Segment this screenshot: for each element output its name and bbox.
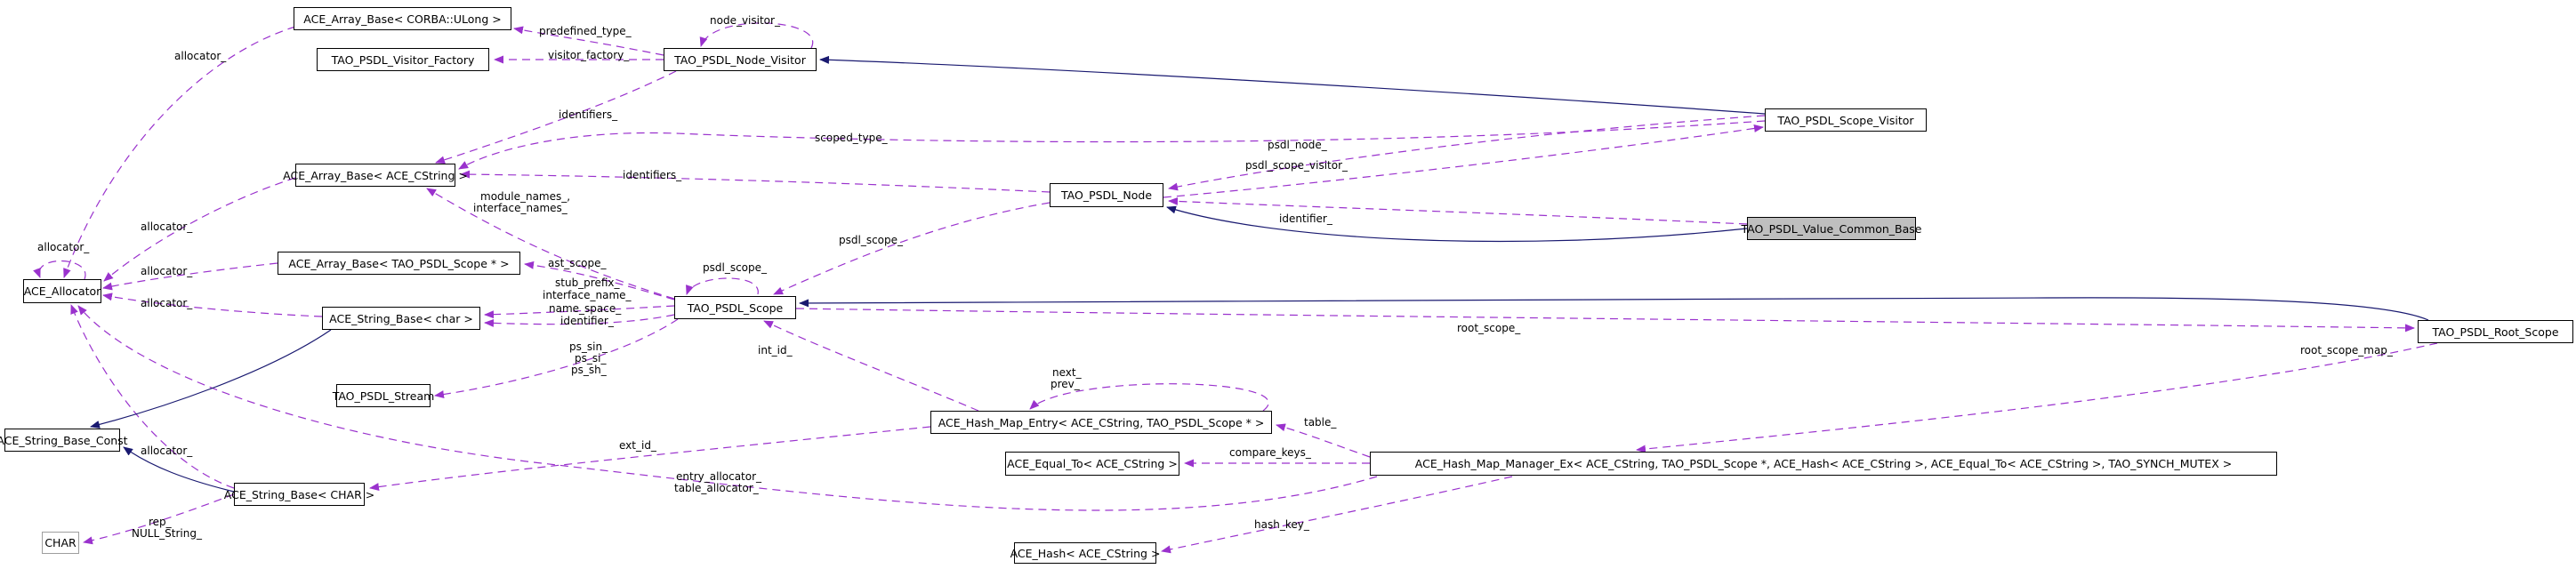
edge-scope-to-stream <box>434 318 679 399</box>
edge-label: compare_keys_ <box>1229 446 1311 459</box>
edge-label: ps_si_ <box>575 352 607 365</box>
class-node-corba-ulong-array[interactable]: ACE_Array_Base< CORBA::ULong > <box>294 7 511 30</box>
class-node-visitor-factory[interactable]: TAO_PSDL_Visitor_Factory <box>317 48 489 71</box>
edge-entry-to-scope <box>763 320 979 412</box>
edge-label: node_visitor_ <box>710 14 780 27</box>
edge-allocator-self-loop <box>33 260 86 280</box>
edge-label: psdl_scope_visitor_ <box>1245 159 1348 172</box>
edge-scope-array-to-allocator <box>102 262 278 291</box>
edge-entry-to-string-CHAR <box>369 426 931 492</box>
class-node-char[interactable]: CHAR <box>42 532 79 554</box>
edge-scope-to-string-char-upper <box>484 305 675 319</box>
edge-label: table_allocator_ <box>674 482 759 494</box>
class-node-psdl-scope[interactable]: TAO_PSDL_Scope <box>674 296 796 319</box>
edge-psdl-node-to-cstring-array <box>460 170 1051 193</box>
edge-corba-array-to-allocator <box>63 26 296 278</box>
class-node-string-base-const[interactable]: ACE_String_Base_Const <box>0 429 128 452</box>
edge-label: interface_name_ <box>543 289 632 301</box>
edge-scope-visitor-to-cstring-array <box>458 120 1766 170</box>
edge-manager-to-ace-hash <box>1161 476 1513 554</box>
edge-label: allocator_ <box>141 220 193 233</box>
edge-label: psdl_node_ <box>1268 139 1327 151</box>
class-node-psdl-stream[interactable]: TAO_PSDL_Stream <box>333 384 434 407</box>
edge-scope-visitor-to-psdl-node <box>1168 115 1766 191</box>
edge-scope-to-string-char-lower <box>484 314 675 327</box>
edge-string-CHAR-to-char <box>83 493 235 545</box>
class-node-equal-to[interactable]: ACE_Equal_To< ACE_CString > <box>1005 452 1179 476</box>
edge-label: allocator_ <box>37 241 90 253</box>
edge-label: identifier_ <box>560 315 614 327</box>
edge-psdl-node-to-scope <box>773 202 1051 295</box>
class-node-psdl-node[interactable]: TAO_PSDL_Node <box>1050 183 1163 207</box>
class-node-scope-visitor[interactable]: TAO_PSDL_Scope_Visitor <box>1765 108 1927 132</box>
edge-label: root_scope_map_ <box>2300 344 2393 357</box>
class-node-node-visitor[interactable]: TAO_PSDL_Node_Visitor <box>664 48 817 71</box>
edge-psdl-node-to-scope-visitor <box>1163 124 1764 198</box>
edge-value-common-to-psdl-node <box>1168 196 1748 225</box>
edge-label: psdl_scope_ <box>839 234 904 246</box>
edge-label: visitor_factory_ <box>548 49 630 61</box>
edge-label: interface_names_ <box>473 202 568 214</box>
class-node-hash-map-entry[interactable]: ACE_Hash_Map_Entry< ACE_CString, TAO_PSD… <box>930 411 1272 434</box>
edge-label: hash_key_ <box>1254 518 1309 531</box>
edge-label: table_ <box>1304 416 1337 429</box>
class-node-cstring-array[interactable]: ACE_Array_Base< ACE_CString > <box>283 164 468 187</box>
edge-string-char-to-allocator <box>102 293 323 317</box>
edge-scope-to-cstring-array <box>426 188 675 300</box>
edge-value-common-to-node-inherit <box>1166 205 1748 243</box>
edge-label: NULL_String_ <box>132 527 202 540</box>
class-node-value-common-base[interactable]: TAO_PSDL_Value_Common_Base <box>1742 217 1921 240</box>
edge-root-scope-to-scope-inherit <box>799 297 2429 321</box>
edge-label: allocator_ <box>141 265 193 277</box>
edge-label: identifier_ <box>1279 212 1332 225</box>
edge-label: int_id_ <box>758 344 793 357</box>
class-node-ace-hash[interactable]: ACE_Hash< ACE_CString > <box>1010 542 1160 564</box>
edge-label: scoped_type_ <box>815 132 888 144</box>
class-node-string-base-CHAR[interactable]: ACE_String_Base< CHAR > <box>224 483 374 506</box>
edge-label: allocator_ <box>174 50 227 62</box>
edge-label: identifiers_ <box>559 108 618 121</box>
edge-label: name_space_ <box>549 302 622 315</box>
edge-cstring-array-to-allocator <box>103 177 296 282</box>
edge-scope-visitor-to-node-visitor <box>819 55 1766 115</box>
edge-label: prev_ <box>1051 378 1080 390</box>
edge-label: module_names_, <box>480 190 571 203</box>
edge-label: root_scope_ <box>1457 322 1521 334</box>
edge-label: rep_ <box>149 516 172 528</box>
edge-root-scope-to-manager <box>1636 342 2438 453</box>
edge-label: ext_id_ <box>619 439 656 452</box>
edge-label: next_ <box>1052 366 1082 379</box>
edge-string-CHAR-to-allocator <box>70 304 235 489</box>
edge-scope-self-loop <box>686 277 759 295</box>
edge-manager-to-allocator <box>77 305 1378 511</box>
edge-scope-to-root-scope <box>795 308 2415 333</box>
class-node-scope-ptr-array[interactable]: ACE_Array_Base< TAO_PSDL_Scope * > <box>278 252 520 275</box>
edge-label: psdl_scope_ <box>703 261 768 274</box>
edge-label: ps_sin_ <box>569 341 608 353</box>
edge-label: stub_prefix_ <box>555 276 620 289</box>
class-node-string-base-char[interactable]: ACE_String_Base< char > <box>322 307 480 330</box>
edge-entry-self-loop <box>1029 383 1269 412</box>
edge-scope-to-scope-array <box>524 260 675 301</box>
edge-node-visitor-to-corba-array <box>513 26 664 56</box>
edge-label: allocator_ <box>141 297 193 309</box>
edge-label: ast_scope_ <box>548 257 607 269</box>
edge-label: entry_allocator_ <box>676 470 762 483</box>
edge-node-visitor-to-cstring-array <box>435 70 677 164</box>
edge-node-visitor-self-loop <box>699 22 814 49</box>
edge-string-char-to-const-inherit <box>90 329 332 429</box>
class-node-hash-map-manager[interactable]: ACE_Hash_Map_Manager_Ex< ACE_CString, TA… <box>1370 452 2277 476</box>
edge-label: ps_sh_ <box>571 364 607 376</box>
edge-label: allocator_ <box>141 445 193 457</box>
edge-label: identifiers_ <box>623 169 682 181</box>
edge-string-CHAR-to-const-inherit <box>123 446 235 493</box>
edge-label: predefined_type_ <box>539 25 632 37</box>
class-node-root-scope[interactable]: TAO_PSDL_Root_Scope <box>2418 320 2573 343</box>
class-node-ace-allocator[interactable]: ACE_Allocator <box>23 279 101 303</box>
